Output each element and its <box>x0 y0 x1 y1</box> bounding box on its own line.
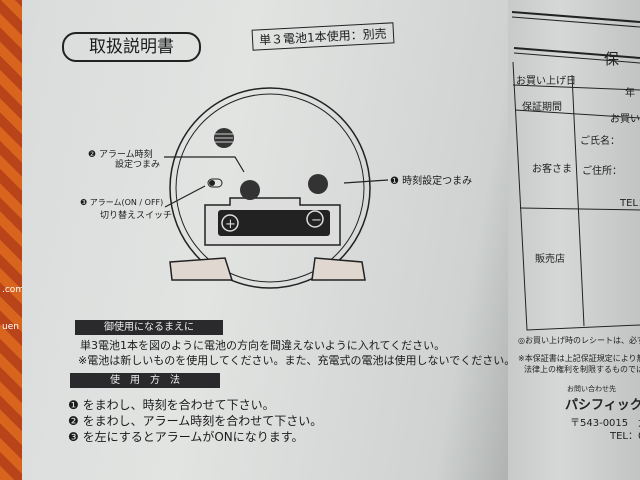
right-foot <box>311 257 366 281</box>
purchase-date-label: お買い上げ日 <box>516 76 576 87</box>
svg-text:−: − <box>311 213 322 228</box>
clock-outline <box>169 87 371 289</box>
customer-label: お客さま <box>532 164 572 175</box>
contact-label: お問い合わせ先 <box>567 385 616 393</box>
switch-label: ❸ アラーム(ON / OFF) <box>80 198 164 207</box>
time-knob-arrow <box>343 179 389 184</box>
time-knob <box>308 174 328 194</box>
warranty-title: 保 <box>604 50 620 68</box>
company-tel: TEL：06 <box>610 431 640 442</box>
fabric-text: .com <box>2 285 25 295</box>
page-title: 取扱説明書 <box>62 32 201 62</box>
warranty-period-value: お買い上 <box>610 114 640 125</box>
before-use-line: ※電池は新しいものを使用してください。また、充電式の電池は使用しないでください。 <box>78 354 516 367</box>
switch-label-2: 切り替えスイッチ <box>100 211 173 221</box>
svg-text:+: + <box>225 217 236 232</box>
usage-step: ❶ をまわし、時刻を合わせて下さい。 <box>68 398 275 412</box>
alarm-knob <box>240 180 260 200</box>
warranty-note: 法律上の権利を制限するものではあ <box>524 365 640 374</box>
plus-terminal-icon <box>221 214 239 232</box>
usage-heading: 使 用 方 法 <box>70 373 220 388</box>
switch-arrow <box>164 185 206 208</box>
address-field: ご住所： <box>582 166 622 177</box>
store-label: 販売店 <box>535 254 565 265</box>
battery <box>218 210 330 236</box>
alarm-knob-label: ❷ アラーム時刻 <box>88 150 153 160</box>
usage-step: ❸ を左にするとアラームがONになります。 <box>68 430 304 444</box>
before-use-heading: 御使用になるまえに <box>75 320 223 335</box>
name-field: ご氏名： <box>580 136 620 147</box>
alarm-knob-label-2: 設定つまみ <box>115 160 161 170</box>
fabric-text: uen V <box>2 322 28 332</box>
before-use-line: 単3電池1本を図のように電池の方向を間違えないように入れてください。 <box>80 339 446 352</box>
company-name: パシフィック <box>565 398 640 413</box>
alarm-switch <box>207 178 223 188</box>
left-foot <box>169 257 234 281</box>
company-postal: 〒543-0015 大阪 <box>570 418 640 429</box>
warranty-page <box>508 0 640 480</box>
year-label: 年 <box>625 88 635 99</box>
time-knob-label: ❶ 時刻設定つまみ <box>390 176 473 187</box>
minus-terminal-icon <box>306 210 324 228</box>
warranty-note: ◎お買い上げ時のレシートは、必ず保 <box>518 336 640 345</box>
clock-inner-ring <box>175 93 365 283</box>
alarm-knob-arrow <box>164 156 245 173</box>
usage-step: ❷ をまわし、アラーム時刻を合わせて下さい。 <box>68 414 323 428</box>
tel-field: TEL： <box>620 198 640 209</box>
warranty-period-label: 保証期間 <box>522 102 562 113</box>
warranty-note: ※本保証書は上記保証規定により無料 <box>518 354 640 363</box>
